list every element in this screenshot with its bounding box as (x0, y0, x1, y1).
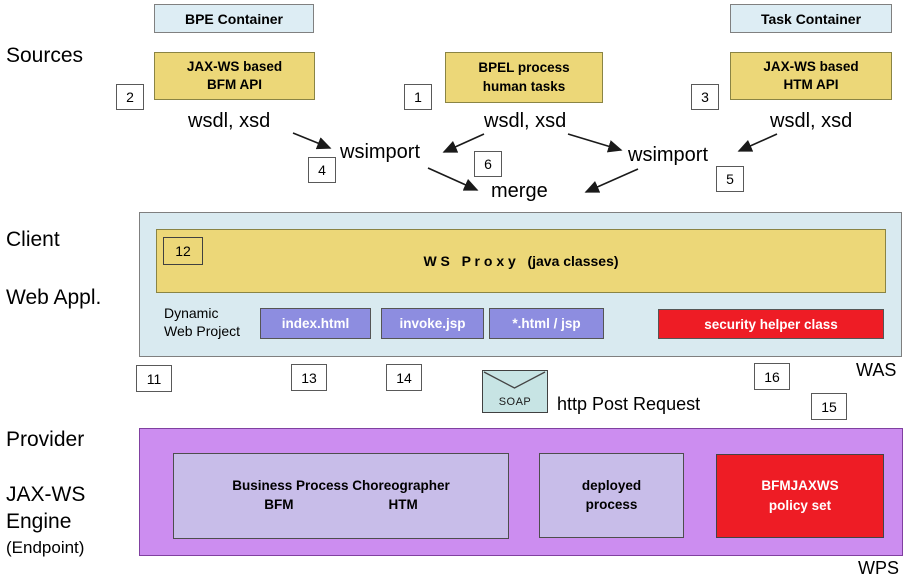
bpc-box: Business Process Choreographer BFM HTM (173, 453, 509, 539)
security-helper-box: security helper class (658, 309, 884, 339)
bpel-process-box: BPEL process human tasks (445, 52, 603, 103)
bpe-container-box: BPE Container (154, 4, 314, 33)
label-client: Client (6, 228, 60, 251)
wps-label: WPS (858, 558, 900, 578)
step-marker-16: 16 (754, 363, 790, 390)
bpc-subrow: BFM HTM (264, 496, 418, 515)
label-sources: Sources (6, 44, 84, 67)
http-post-request-label: http Post Request (557, 394, 701, 414)
bfm-api-box: JAX-WS based BFM API (154, 52, 315, 100)
arrow-wsdl-mid-to-wsimport-left (442, 133, 485, 153)
merge-label: merge (491, 180, 548, 202)
wsdl-xsd-label-right: wsdl, xsd (770, 110, 853, 132)
web-app-container: W S P r o x y (java classes) Dynamic Web… (139, 212, 902, 357)
htm-api-box: JAX-WS based HTM API (730, 52, 892, 100)
index-html-box: index.html (260, 308, 371, 339)
step-marker-13: 13 (291, 364, 327, 391)
ws-proxy-box: W S P r o x y (java classes) (156, 229, 886, 293)
step-marker-3: 3 (691, 84, 719, 110)
label-engine: Engine (6, 510, 72, 533)
wsdl-xsd-label-middle: wsdl, xsd (484, 110, 567, 132)
bpc-bfm-label: BFM (264, 497, 294, 512)
arrow-wsdl-left-to-wsimport (292, 132, 332, 150)
label-jaxws: JAX-WS (6, 483, 86, 506)
html-jsp-box: *.html / jsp (489, 308, 604, 339)
label-web-appl: Web Appl. (6, 286, 102, 309)
step-marker-11: 11 (136, 365, 172, 392)
arrow-wsdl-mid-to-wsimport-right (567, 133, 623, 153)
wsimport-label-left: wsimport (340, 141, 421, 163)
wsdl-xsd-label-left: wsdl, xsd (188, 110, 271, 132)
dynamic-web-project-label: Dynamic Web Project (164, 305, 240, 339)
arrow-wsimport-left-to-merge (427, 167, 479, 191)
wsimport-label-right: wsimport (628, 144, 709, 166)
step-marker-6: 6 (474, 151, 502, 177)
deployed-process-box: deployed process (539, 453, 684, 538)
soap-envelope-icon: SOAP (482, 370, 548, 413)
step-marker-15: 15 (811, 393, 847, 420)
step-marker-5: 5 (716, 166, 744, 192)
provider-container: Business Process Choreographer BFM HTM d… (139, 428, 903, 556)
envelope-flap-icon (483, 371, 546, 389)
bfmjaxws-policy-set-box: BFMJAXWS policy set (716, 454, 884, 538)
step-marker-12: 12 (163, 237, 203, 265)
step-marker-14: 14 (386, 364, 422, 391)
was-label: WAS (856, 360, 897, 380)
arrow-wsdl-right-to-wsimport (737, 133, 778, 152)
bpc-title: Business Process Choreographer (232, 478, 450, 494)
label-provider: Provider (6, 428, 85, 451)
invoke-jsp-box: invoke.jsp (381, 308, 484, 339)
step-marker-4: 4 (308, 157, 336, 183)
step-marker-2: 2 (116, 84, 144, 110)
arrow-wsimport-right-to-merge (584, 168, 639, 193)
task-container-box: Task Container (730, 4, 892, 33)
step-marker-1: 1 (404, 84, 432, 110)
label-endpoint: (Endpoint) (6, 538, 85, 557)
bpc-htm-label: HTM (388, 497, 418, 512)
soap-label: SOAP (498, 396, 532, 408)
